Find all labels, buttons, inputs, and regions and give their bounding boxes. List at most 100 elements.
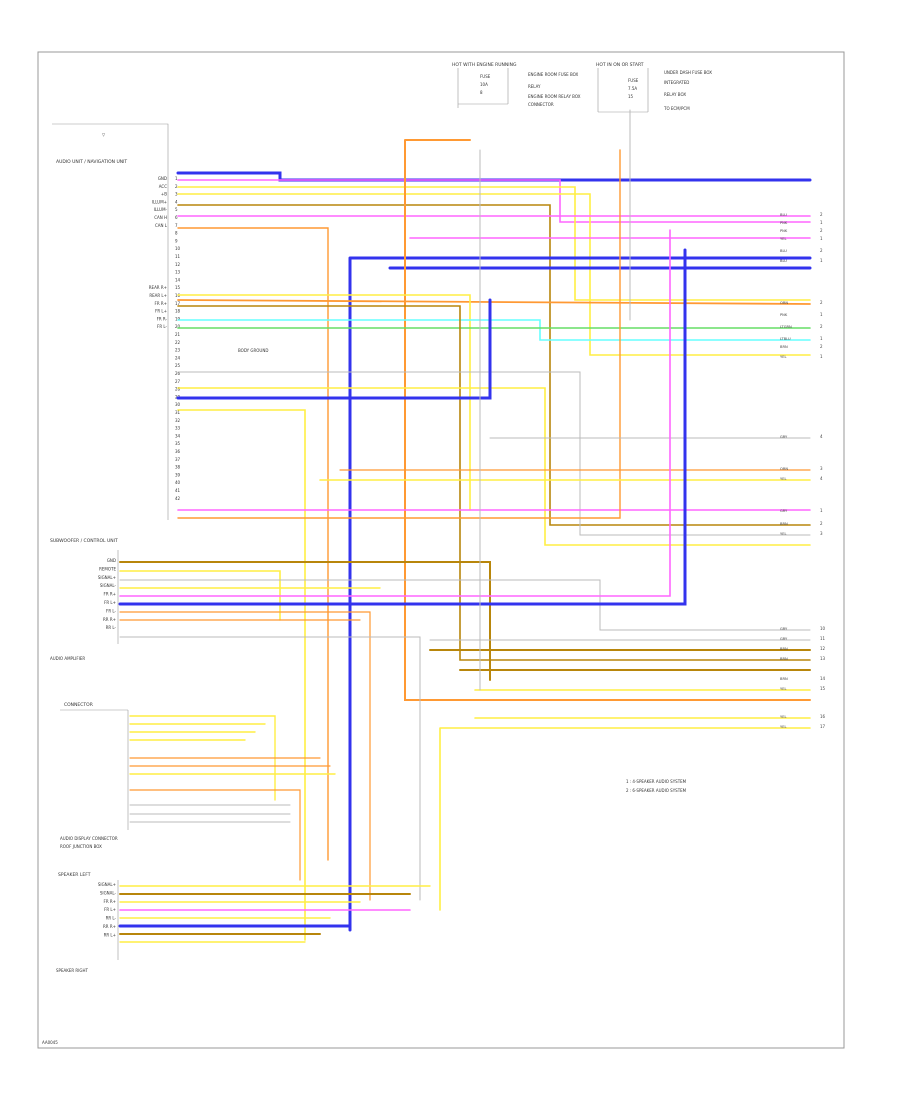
body-ground-note: BODY GROUND [238, 348, 268, 353]
pin-label: GND [158, 176, 167, 181]
pin-label: REAR L+ [149, 293, 167, 298]
pin-label: CAN H [154, 215, 167, 220]
wire-color-label: GRY [780, 637, 788, 641]
pin-number: 17 [175, 301, 181, 306]
wire-color-label: PNK [780, 313, 788, 317]
wire-gry [177, 371, 811, 536]
pin-number: 10 [175, 246, 181, 251]
left-top-module-symbol: ▽ [102, 132, 106, 137]
top-center-box-line-2: 10A [480, 82, 488, 87]
top-right-box-line-1: FUSE [628, 78, 639, 83]
wire-color-label: GRY [780, 435, 788, 439]
wire-pin-number: 2 [820, 344, 823, 349]
pin-label: FR L+ [104, 600, 116, 605]
pin-label: GND [107, 558, 116, 563]
wire-blu [176, 298, 492, 400]
left-top-module-title: AUDIO UNIT / NAVIGATION UNIT [56, 159, 127, 165]
wire-yel [177, 186, 811, 301]
pin-label: SIGNAL- [100, 583, 117, 588]
left-top-module: AUDIO UNIT / NAVIGATION UNIT ▽ [52, 123, 169, 520]
wire-pnk [119, 229, 671, 597]
wire-color-label: GRY [780, 627, 788, 631]
pin-label: REAR R+ [149, 285, 167, 290]
top-right-box-note-2: INTEGRATED [664, 80, 689, 85]
pin-number: 28 [175, 387, 181, 392]
footer-code: AA0045 [42, 1040, 58, 1045]
top-center-fuse-box: HOT WITH ENGINE RUNNING FUSE 10A 8 ENGIN… [452, 62, 581, 108]
wire-pin-number: 13 [820, 656, 826, 661]
pin-number: 6 [175, 215, 178, 220]
pin-number: 20 [175, 324, 181, 329]
pin-number: 31 [175, 410, 181, 415]
pin-label: RR R+ [103, 924, 116, 929]
top-center-box-note-1: ENGINE ROOM FUSE BOX [528, 72, 579, 77]
left-bottom-module-footer: SPEAKER RIGHT [56, 968, 88, 973]
wire-color-label: BRN [780, 345, 788, 349]
pin-label: SIGNAL- [100, 890, 117, 895]
pin-number: 18 [175, 309, 181, 314]
wire-pin-number: 4 [820, 476, 823, 481]
wire-color-label: YEL [780, 532, 786, 536]
wire-pin-number: 12 [820, 646, 826, 651]
wire-layer [118, 109, 812, 943]
wire-orn [404, 139, 811, 701]
wire-color-label: BLU [780, 259, 787, 263]
wire-color-label: BLU [780, 249, 787, 253]
pin-label: FR R+ [104, 899, 116, 904]
top-right-box-line-3: 15 [628, 94, 634, 99]
pin-number: 26 [175, 371, 181, 376]
pin-number: 30 [175, 402, 181, 407]
top-right-box-note-1: UNDER DASH FUSE BOX [664, 70, 712, 75]
wire-pin-number: 2 [820, 212, 823, 217]
top-right-fuse-box: HOT IN ON OR START FUSE 7.5A 15 UNDER DA… [596, 62, 712, 113]
wire-color-label: YEL [780, 477, 786, 481]
left-bottom-pin-list: SIGNAL+SIGNAL-FR R+FR L+RR L-RR R+RR L+ [98, 882, 117, 937]
pin-number: 8 [175, 231, 178, 236]
wire-pin-number: 1 [820, 236, 823, 241]
pin-number: 11 [175, 254, 181, 259]
top-right-box-line-2: 7.5A [628, 86, 637, 91]
pin-label: RR L- [106, 916, 117, 921]
wire-pin-number: 1 [820, 508, 823, 513]
wire-blu [348, 256, 812, 932]
wire-gry [119, 636, 421, 901]
wire-yel [439, 727, 811, 911]
wire-orn [119, 611, 371, 901]
wire-pin-number: 17 [820, 724, 826, 729]
wire-ltblu [177, 319, 811, 341]
pin-number: 39 [175, 472, 181, 477]
wire-pin-number: 14 [820, 676, 826, 681]
pin-number: 13 [175, 270, 181, 275]
pin-label: +B [161, 192, 167, 197]
wire-brn [177, 204, 811, 526]
pin-number: 5 [175, 207, 178, 212]
left-mid-module-note: AUDIO AMPLIFIER [50, 656, 85, 661]
pin-label: SIGNAL+ [98, 882, 116, 887]
pin-label: FR L+ [155, 309, 167, 314]
pin-number: 24 [175, 355, 181, 360]
pin-label: SIGNAL+ [98, 575, 116, 580]
top-center-box-line-1: FUSE [480, 74, 491, 79]
pin-number: 12 [175, 262, 181, 267]
pin-number: 25 [175, 363, 181, 368]
top-right-box-note-3: RELAY BOX [664, 92, 686, 97]
left-low-box-note-2: ROOF JUNCTION BOX [60, 844, 102, 849]
pin-number: 36 [175, 449, 181, 454]
left-bottom-module: SPEAKER LEFT SPEAKER RIGHT [56, 872, 119, 973]
pin-number: 40 [175, 480, 181, 485]
wire-pin-number: 1 [820, 354, 823, 359]
wire-color-label: YEL [780, 687, 786, 691]
left-low-box-title: CONNECTOR [64, 702, 93, 708]
pin-number: 42 [175, 496, 181, 501]
wire-brn [177, 305, 811, 661]
left-low-connector: CONNECTOR AUDIO DISPLAY CONNECTOR ROOF J… [60, 702, 129, 849]
wire-pin-number: 2 [820, 521, 823, 526]
wire-color-label: LTGRN [780, 325, 792, 329]
wire-yel [177, 193, 811, 356]
pin-number: 2 [175, 184, 178, 189]
wire-color-label: PNK [780, 221, 788, 225]
pin-number: 1 [175, 176, 178, 181]
wire-pin-number: 2 [820, 300, 823, 305]
pin-number: 38 [175, 465, 181, 470]
